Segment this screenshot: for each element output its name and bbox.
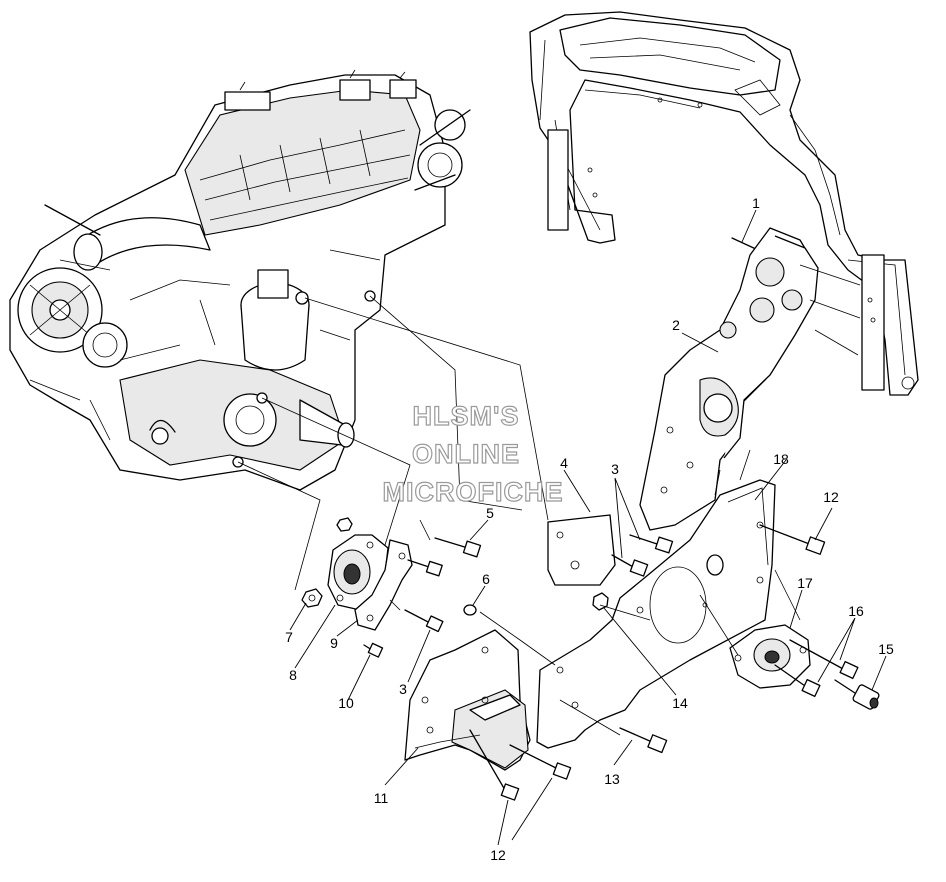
callout-17: 17 bbox=[797, 575, 813, 591]
callout-labels: 1 2 3 3 4 5 6 7 8 9 10 11 12 12 13 14 15… bbox=[285, 195, 894, 863]
callout-1: 1 bbox=[752, 195, 760, 211]
bracket-part-2 bbox=[639, 227, 861, 531]
callout-4: 4 bbox=[560, 455, 568, 471]
callout-10: 10 bbox=[338, 695, 354, 711]
callout-2: 2 bbox=[672, 317, 680, 333]
callout-12-lower: 12 bbox=[490, 847, 506, 863]
watermark: HLSM'S ONLINE MICROFICHE bbox=[382, 400, 564, 507]
watermark-line-3: MICROFICHE bbox=[383, 477, 564, 507]
plate-part-18 bbox=[536, 479, 776, 749]
plate-part-9 bbox=[354, 539, 413, 631]
callout-15: 15 bbox=[878, 641, 894, 657]
mount-part-8 bbox=[327, 534, 389, 611]
callout-12-upper: 12 bbox=[823, 489, 839, 505]
callout-16: 16 bbox=[848, 603, 864, 619]
callout-13: 13 bbox=[604, 771, 620, 787]
engine-assembly bbox=[9, 69, 471, 491]
frame-section bbox=[529, 11, 919, 396]
callout-5: 5 bbox=[486, 505, 494, 521]
callout-9: 9 bbox=[330, 635, 338, 651]
callout-3-lower: 3 bbox=[399, 681, 407, 697]
watermark-line-2: ONLINE bbox=[412, 439, 520, 469]
callout-18: 18 bbox=[773, 451, 789, 467]
callout-3-upper: 3 bbox=[611, 461, 619, 477]
callout-8: 8 bbox=[289, 667, 297, 683]
callout-leaders bbox=[289, 209, 887, 846]
callout-6: 6 bbox=[482, 571, 490, 587]
plate-part-4 bbox=[547, 514, 616, 586]
fasteners bbox=[301, 517, 880, 801]
callout-11: 11 bbox=[374, 790, 389, 806]
callout-7: 7 bbox=[285, 629, 293, 645]
mount-part-17 bbox=[729, 624, 811, 689]
callout-14: 14 bbox=[672, 695, 688, 711]
assembly-guide-lines bbox=[237, 295, 801, 736]
bracket-part-11 bbox=[404, 629, 531, 771]
watermark-line-1: HLSM'S bbox=[413, 401, 520, 431]
